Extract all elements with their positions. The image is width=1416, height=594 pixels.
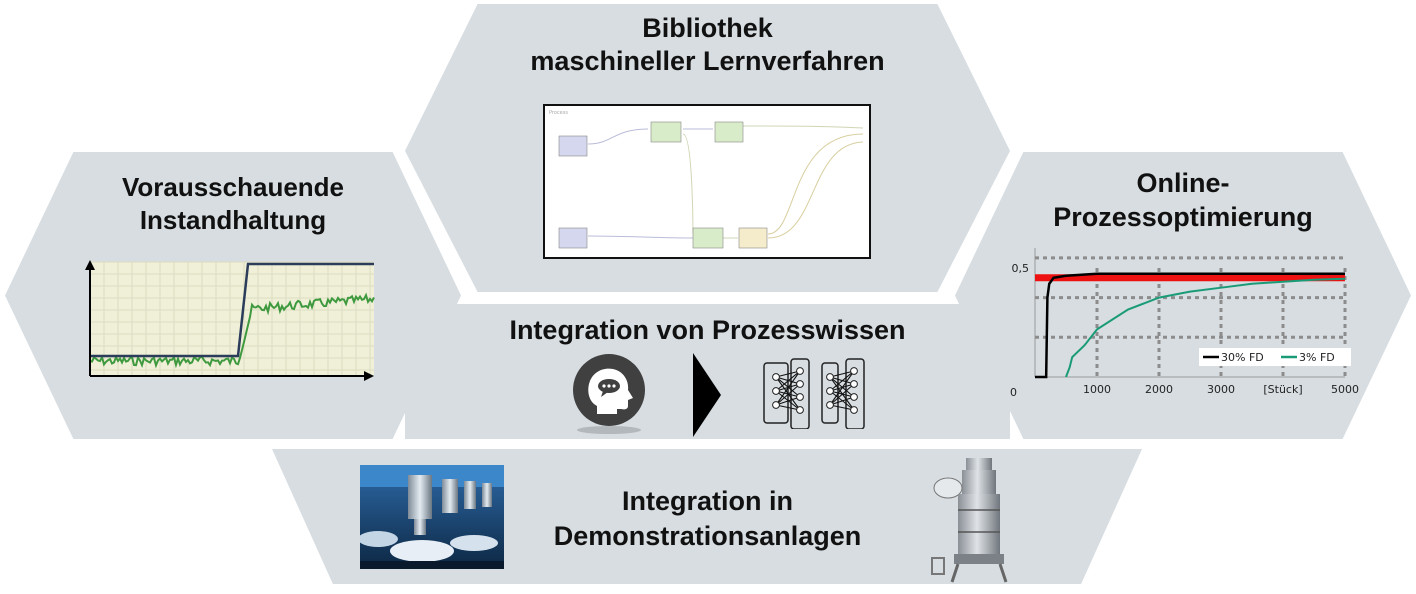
neural-network-icon xyxy=(763,358,865,429)
factory-machinery-photo xyxy=(360,465,504,569)
optimization-panel xyxy=(955,152,1411,439)
library-title-line1: Bibliothek xyxy=(642,13,773,43)
x-tick-label-3: 3000 xyxy=(1207,383,1235,396)
series-line-1 xyxy=(1035,272,1345,379)
maintenance-signal-line xyxy=(89,292,375,369)
optimization-title-line2: Prozessoptimierung xyxy=(1053,202,1313,232)
optimization-chart: 1000 2000 3000 [Stück] 5000 0 0,5 30% FD 3% FD xyxy=(1010,248,1359,399)
maintenance-y-arrow-icon xyxy=(85,260,95,270)
x-tick-label-4: [Stück] xyxy=(1263,383,1302,396)
optimization-title: Online- Prozessoptimierung xyxy=(955,166,1411,234)
retrieve-op-2 xyxy=(558,227,588,249)
head-with-speech-bubble-icon xyxy=(573,354,645,434)
process-knowledge-panel xyxy=(405,304,1010,439)
workflow-screenshot: Process xyxy=(543,104,871,259)
tree-to-rules-op xyxy=(714,121,744,143)
decision-tree-op xyxy=(650,121,682,143)
series-line-2 xyxy=(1065,277,1346,378)
maintenance-x-arrow-icon xyxy=(364,371,374,381)
maintenance-title: Vorausschauende Instandhaltung xyxy=(5,171,461,237)
legend-box xyxy=(1199,348,1351,366)
y-tick-label-2: 0,5 xyxy=(1012,262,1030,275)
nn-layer-box-2 xyxy=(790,358,810,429)
x-tick-label-1: 1000 xyxy=(1083,383,1111,396)
chart-legend: 30% FD 3% FD xyxy=(1199,348,1351,366)
maintenance-chart xyxy=(85,260,375,381)
process-knowledge-title: Integration von Prozesswissen xyxy=(509,315,906,345)
svg-text:Process: Process xyxy=(549,110,568,116)
apply-model-op xyxy=(692,227,724,249)
library-title: Bibliothek maschineller Lernverfahren xyxy=(405,12,1010,78)
legend-label-1: 30% FD xyxy=(1221,351,1264,364)
industrial-plant-photo xyxy=(931,458,1008,583)
y-tick-label-1: 0 xyxy=(1010,386,1017,399)
chart-series xyxy=(1035,272,1346,379)
chart-ticks: 1000 2000 3000 [Stück] 5000 0 0,5 xyxy=(1010,262,1359,399)
play-arrow-icon xyxy=(693,353,721,437)
maintenance-step-line xyxy=(90,262,374,358)
optimization-title-line1: Online- xyxy=(1136,168,1230,198)
legend-label-2: 3% FD xyxy=(1299,351,1335,364)
demonstration-title: Integration in Demonstrationsanlagen xyxy=(480,484,935,554)
demonstration-title-line2: Demonstrationsanlagen xyxy=(553,521,862,551)
x-tick-label-5: 5000 xyxy=(1331,383,1359,396)
chart-grid xyxy=(1035,256,1347,377)
x-tick-label-2: 2000 xyxy=(1145,383,1173,396)
retrieve-op-1 xyxy=(558,135,588,157)
maintenance-title-line1: Vorausschauende xyxy=(121,172,345,202)
performance-op xyxy=(738,227,768,249)
library-title-line2: maschineller Lernverfahren xyxy=(530,46,885,76)
maintenance-title-line2: Instandhaltung xyxy=(139,205,327,235)
demonstration-title-line1: Integration in xyxy=(622,486,793,516)
nn-layer-box-4 xyxy=(845,358,865,429)
